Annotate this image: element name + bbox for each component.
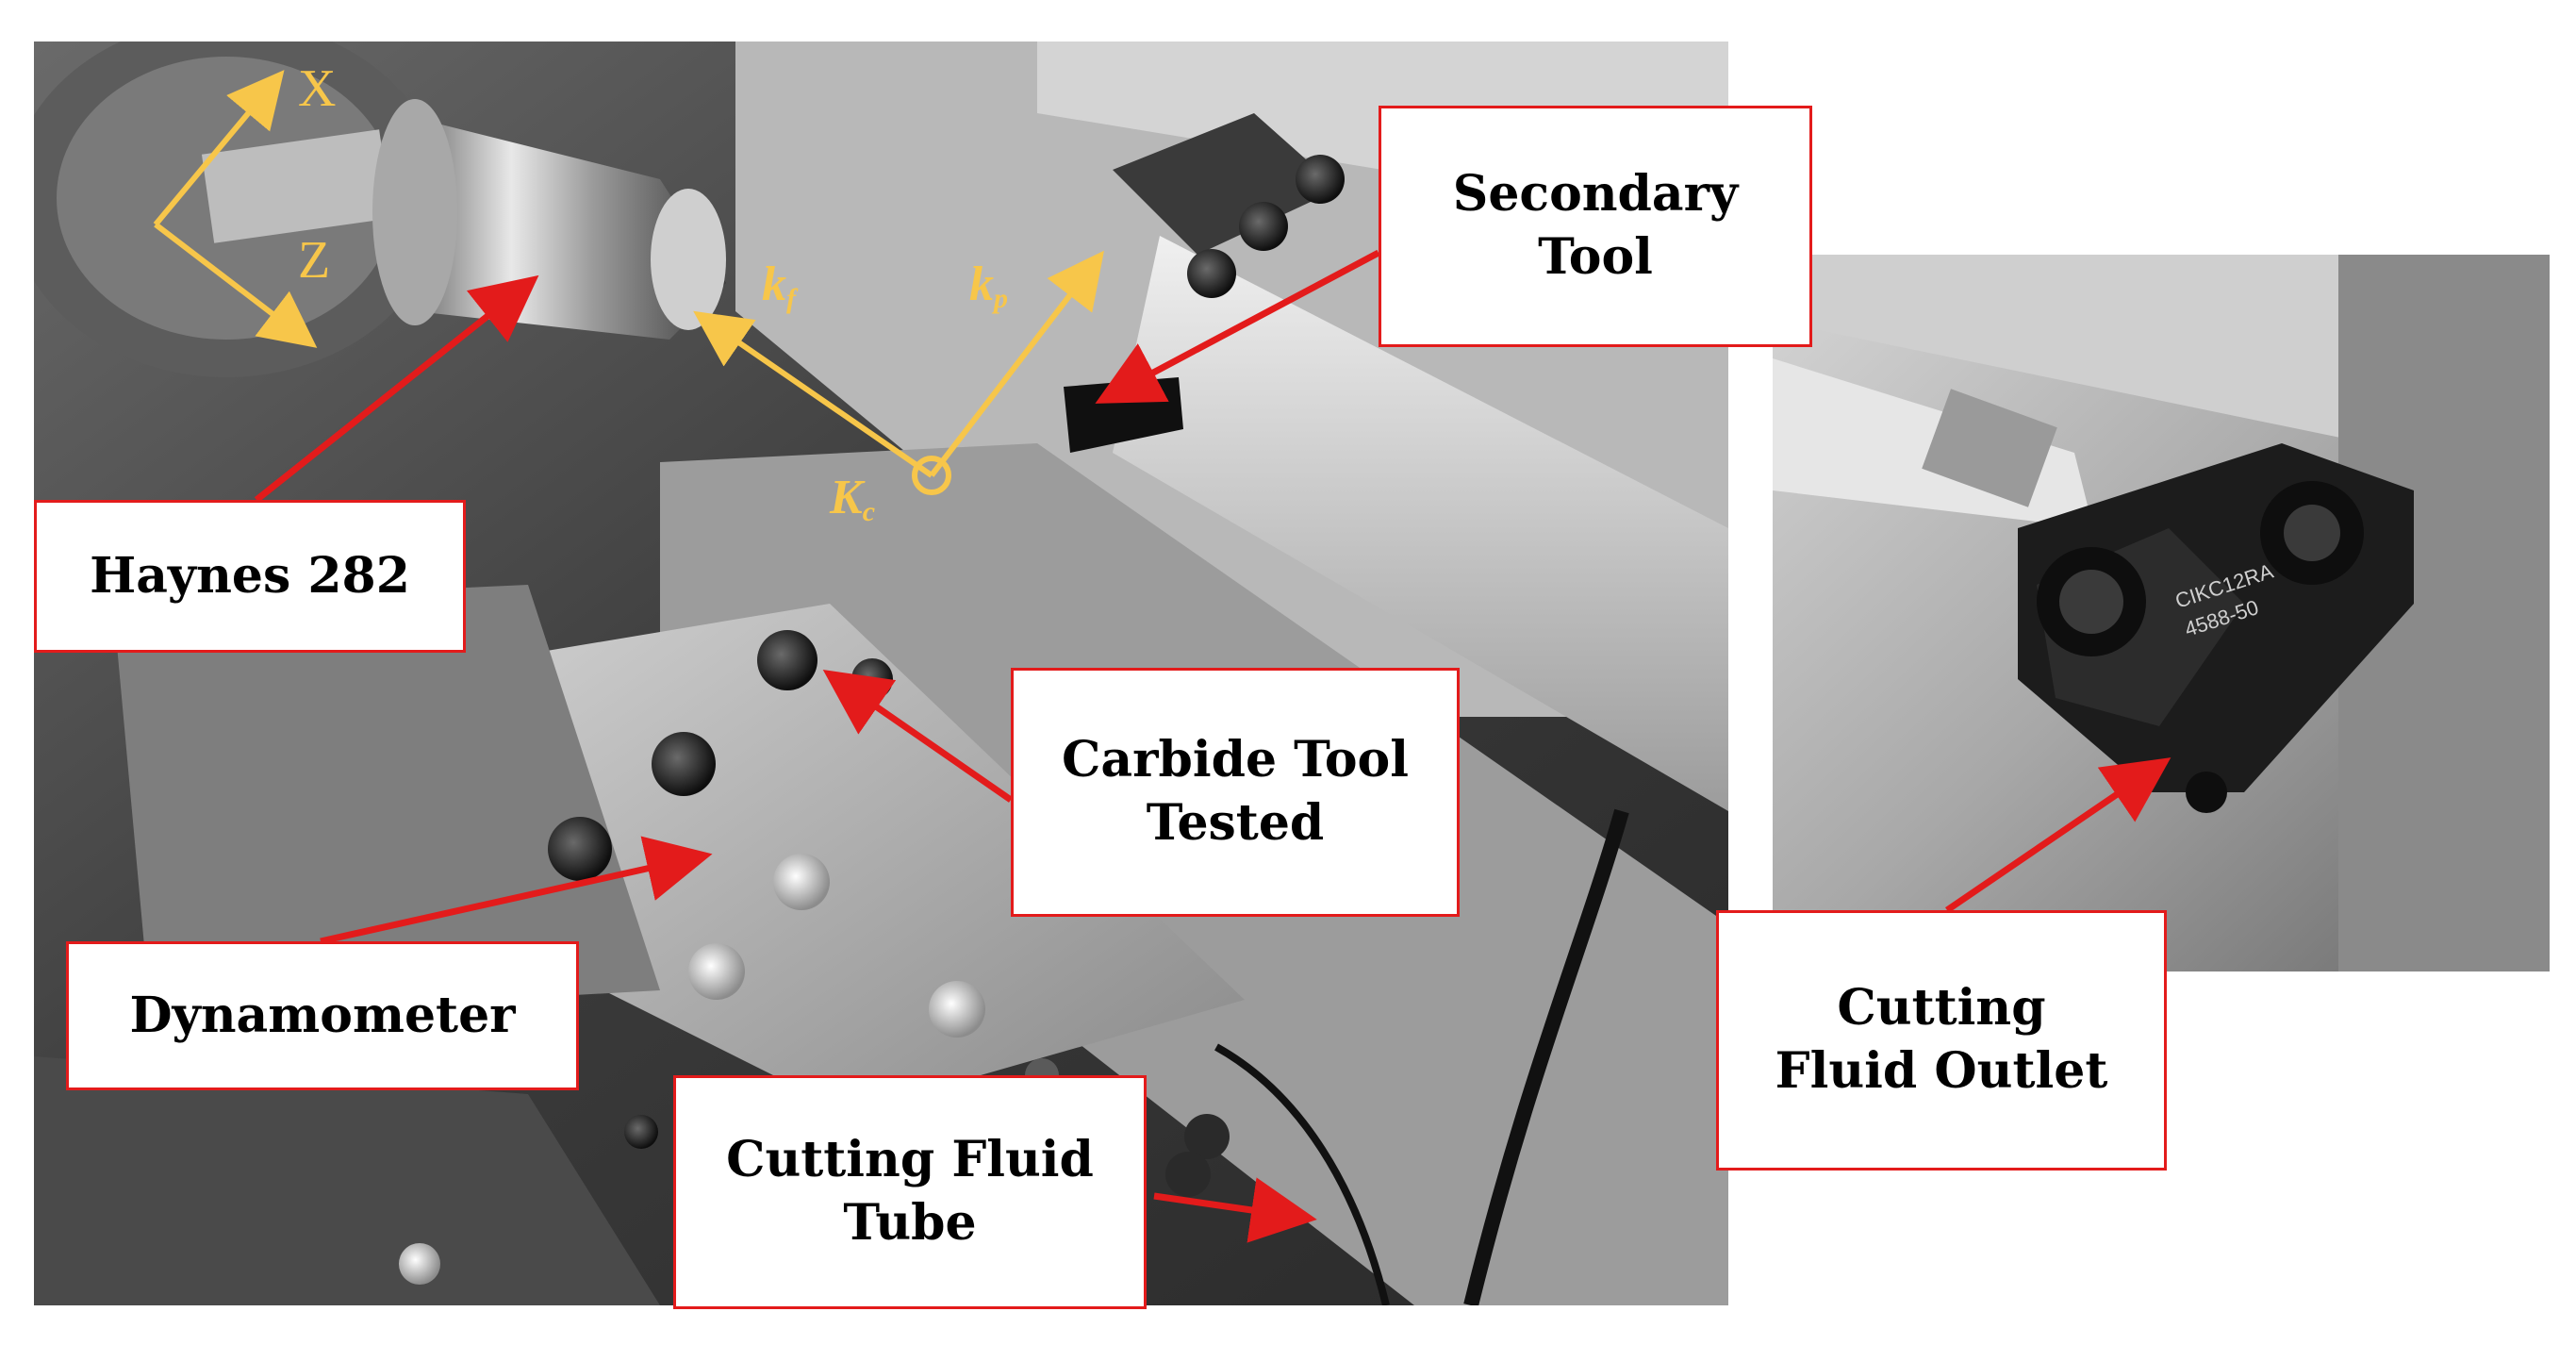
kf-label: kf	[762, 260, 796, 313]
kp-label-main: k	[969, 257, 994, 311]
callout-cutting-fluid-tube-line1: Cutting Fluid	[726, 1131, 1094, 1189]
arrow-cutting-fluid-outlet	[1945, 757, 2171, 913]
kf-label-main: k	[762, 257, 786, 311]
callout-carbide-tool-tested: Carbide Tool Tested	[1011, 668, 1460, 917]
arrow-dynamometer	[320, 836, 713, 945]
callout-haynes-282-line1: Haynes 282	[90, 546, 410, 605]
axis-z-label: Z	[298, 231, 331, 290]
kc-label-main: K	[830, 471, 863, 524]
axes-indicator	[153, 70, 318, 348]
callout-dynamometer: Dynamometer	[66, 941, 579, 1090]
callout-secondary-tool: Secondary Tool	[1379, 106, 1812, 347]
arrow-cutting-fluid-tube	[1153, 1177, 1317, 1243]
callout-carbide-tool-line2: Tested	[1146, 794, 1325, 852]
kf-label-sub: f	[786, 283, 796, 314]
kc-label-sub: c	[862, 496, 876, 527]
callout-cutting-fluid-tube: Cutting Fluid Tube	[673, 1075, 1147, 1309]
callout-arrows	[254, 249, 2171, 1243]
callout-haynes-282: Haynes 282	[34, 500, 466, 653]
tool-holder-inset-photo: CIKC12RA 4588-50	[1773, 255, 2550, 971]
kp-label: kp	[969, 260, 1008, 313]
callout-secondary-tool-line1: Secondary	[1452, 165, 1739, 224]
kf-arrow	[693, 310, 933, 478]
callout-secondary-tool-line2: Tool	[1538, 228, 1653, 286]
kc-origin-marker	[912, 456, 951, 495]
callout-cutting-fluid-tube-line2: Tube	[843, 1194, 977, 1252]
kc-label: Kc	[830, 473, 875, 526]
callout-cutting-fluid-outlet-line1: Cutting	[1837, 979, 2046, 1038]
kp-label-sub: p	[994, 283, 1008, 314]
callout-dynamometer-line1: Dynamometer	[129, 986, 516, 1044]
axis-x-arrow	[153, 70, 285, 226]
arrow-carbide-tool	[822, 670, 1013, 803]
arrow-haynes	[254, 274, 539, 503]
kp-arrow	[929, 250, 1104, 477]
callout-cutting-fluid-outlet: Cutting Fluid Outlet	[1716, 910, 2167, 1171]
axis-x-label: X	[298, 59, 337, 118]
force-components	[693, 250, 1104, 495]
arrow-secondary-tool	[1095, 249, 1380, 404]
callout-cutting-fluid-outlet-line2: Fluid Outlet	[1775, 1042, 2108, 1100]
callout-carbide-tool-line1: Carbide Tool	[1062, 731, 1409, 789]
axis-z-arrow	[154, 222, 318, 348]
